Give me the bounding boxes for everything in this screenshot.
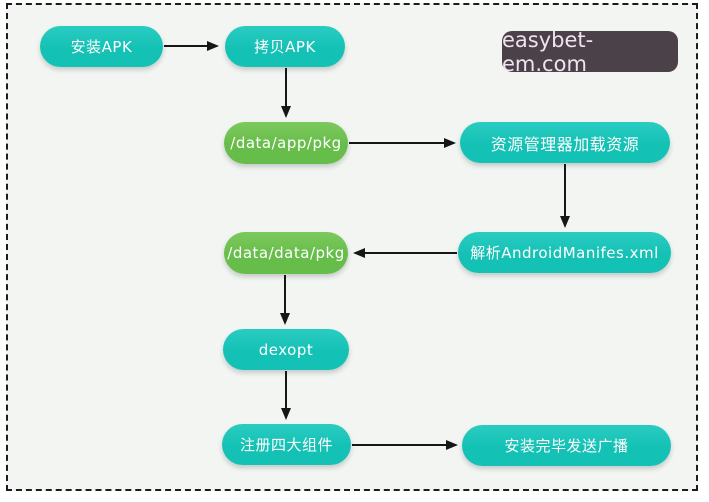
node-data-app-pkg: /data/app/pkg — [224, 122, 348, 164]
node-install-done-broadcast: 安装完毕发送广播 — [462, 425, 671, 466]
node-install-apk: 安装APK — [40, 26, 163, 67]
node-copy-apk: 拷贝APK — [225, 26, 345, 67]
node-data-data-pkg: /data/data/pkg — [224, 232, 348, 274]
node-parse-android-manifest: 解析AndroidManifes.xml — [458, 232, 671, 273]
node-dexopt: dexopt — [223, 329, 349, 370]
node-register-components: 注册四大组件 — [222, 424, 351, 465]
node-resource-manager-load: 资源管理器加载资源 — [460, 122, 670, 163]
watermark-badge: easybet-em.com — [502, 28, 678, 76]
